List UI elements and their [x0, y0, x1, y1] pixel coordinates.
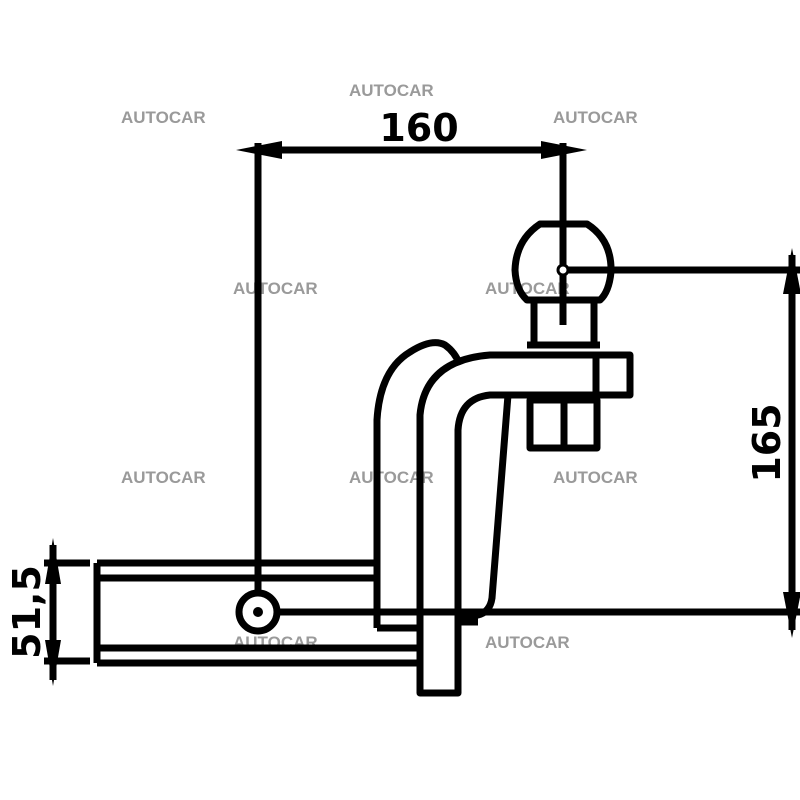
watermark: AUTOCAR [349, 468, 434, 487]
arrow-down-icon [783, 592, 800, 638]
drawbar [416, 351, 634, 697]
arrow-up-icon [45, 538, 61, 584]
watermark: AUTOCAR [121, 108, 206, 127]
dimension-label-165: 165 [745, 403, 789, 482]
watermark: AUTOCAR [121, 468, 206, 487]
square-tube [93, 559, 420, 667]
arrow-down-icon [45, 640, 61, 686]
hitch-pin [235, 589, 281, 635]
watermark: AUTOCAR [349, 81, 434, 100]
watermark: AUTOCAR [485, 279, 570, 298]
arrow-up-icon [783, 248, 800, 294]
watermark: AUTOCAR [553, 468, 638, 487]
dimension-160: 160 [236, 106, 587, 159]
dimension-label-51-5: 51,5 [5, 565, 49, 659]
dimension-label-160: 160 [379, 106, 458, 150]
watermark: AUTOCAR [553, 108, 638, 127]
drawbar-edge [458, 394, 512, 626]
tow-ball [511, 220, 615, 304]
dimension-51-5: 51,5 [5, 538, 90, 686]
dimension-165: 165 [270, 248, 800, 638]
watermark: AUTOCAR [233, 279, 318, 298]
watermark: AUTOCAR [485, 633, 570, 652]
ball-center [556, 263, 570, 277]
watermarks: AUTOCAR AUTOCAR AUTOCAR AUTOCAR AUTOCAR … [121, 81, 638, 652]
bracket [373, 339, 464, 632]
